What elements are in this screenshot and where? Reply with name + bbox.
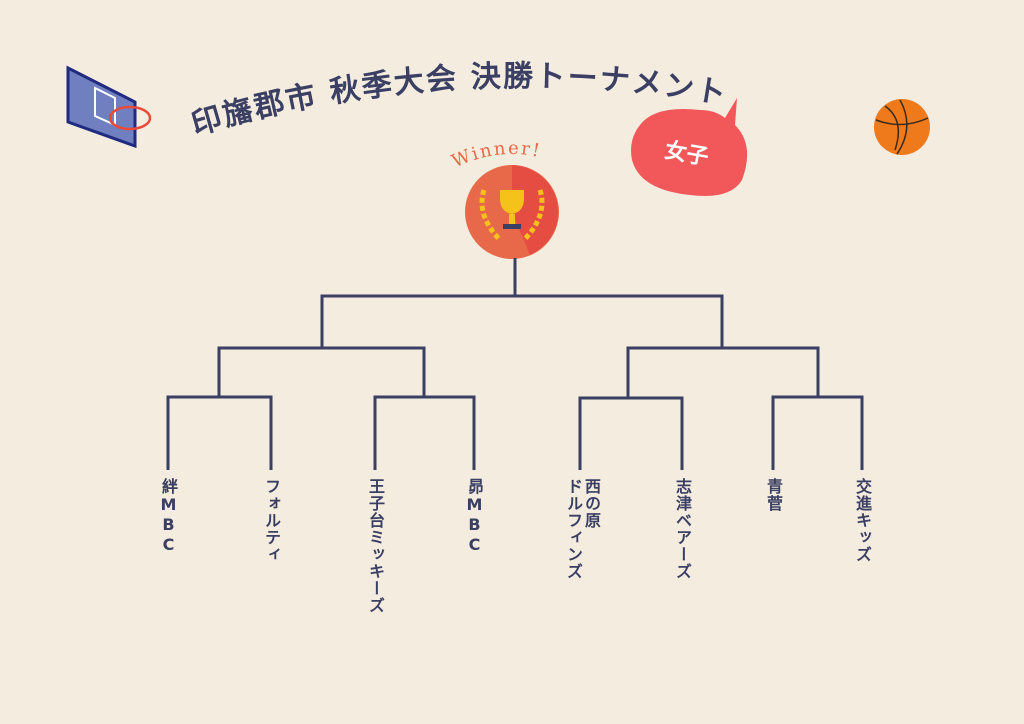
team-label: 昴MBC xyxy=(465,478,484,555)
basketball-hoop-icon xyxy=(66,65,152,149)
team-label: 志津ベアーズ xyxy=(673,478,692,580)
winner-label: Winner! xyxy=(449,138,543,172)
team-label: 交進キッズ xyxy=(853,478,872,563)
bracket-lines xyxy=(166,258,864,470)
team-label: 青菅 xyxy=(764,478,783,512)
team-label: 王子台ミッキーズ xyxy=(366,478,385,614)
team-label: フォルティ xyxy=(262,478,281,563)
basketball-icon xyxy=(874,99,930,155)
team-label: 絆MBC xyxy=(159,478,178,555)
speech-bubble xyxy=(631,98,748,196)
trophy-icon xyxy=(465,165,559,259)
team-label: 西の原 ドルフィンズ xyxy=(564,478,601,580)
